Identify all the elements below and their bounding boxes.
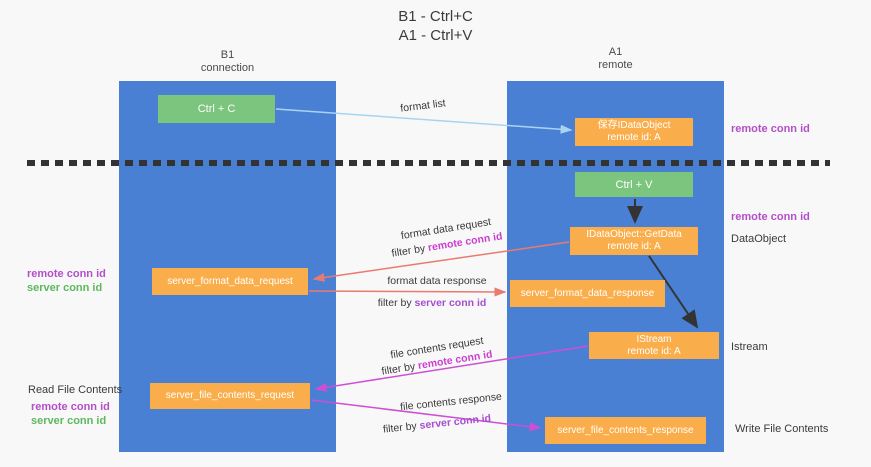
box-save-idataobject-line1: 保存IDataObject [597,120,671,131]
label-remote-conn-id-top-right: remote conn id [731,123,810,135]
flow-label-format-data-response: format data response [387,275,487,287]
label-server-conn-id-format-left: server conn id [27,282,103,294]
box-ctrl-v: Ctrl + V [575,172,693,197]
title-line-2: A1 - Ctrl+V [398,27,473,44]
box-idataobject-getdata: IDataObject::GetData remote id: A [570,227,698,255]
box-server-format-data-response: server_format_data_response [510,280,665,307]
box-istream-line2: remote id: A [627,345,681,357]
box-save-idataobject-line2: remote id: A [607,132,661,143]
label-remote-conn-id-format-left: remote conn id [27,268,106,280]
lifeline-header-a1: A1 remote [507,46,724,72]
lifeline-b1-role: connection [200,62,255,74]
phase-divider-dashed-line [27,160,830,166]
label-dataobject: DataObject [731,233,787,245]
box-ctrl-c: Ctrl + C [158,95,275,123]
label-remote-conn-id-file-left: remote conn id [31,401,110,413]
arrow-file-contents-response [310,399,542,432]
label-remote-conn-id-mid-right: remote conn id [731,211,810,223]
arrow-getdata-to-istream [648,255,699,329]
arrow-format-data-request [312,241,570,282]
box-server-format-data-response-label: server_format_data_response [520,287,655,299]
box-server-file-contents-response-label: server_file_contents_response [557,424,694,436]
label-server-conn-id-file-left: server conn id [31,415,107,427]
box-server-file-contents-response: server_file_contents_response [545,417,706,444]
box-server-format-data-request-label: server_format_data_request [167,275,293,287]
box-save-idataobject: 保存IDataObject remote id: A [575,118,693,146]
arrow-file-contents-request [314,345,589,392]
arrow-format-data-response [308,287,507,297]
title-line-1: B1 - Ctrl+C [398,8,473,25]
box-ctrl-v-label: Ctrl + V [615,178,653,191]
box-server-file-contents-request: server_file_contents_request [150,383,310,409]
arrow-format-list [275,108,573,134]
lifeline-a1-name: A1 [608,46,623,58]
label-write-file-contents: Write File Contents [735,423,829,435]
flow-label-format-response-filter: filter by server conn id [378,297,487,309]
filter-server-conn-id: server conn id [414,297,487,309]
lifeline-b1-name: B1 [220,49,235,61]
diagram-title: B1 - Ctrl+C A1 - Ctrl+V [0,7,871,45]
lifeline-header-b1: B1 connection [119,49,336,75]
box-server-format-data-request: server_format_data_request [152,268,308,295]
label-read-file-contents: Read File Contents [28,384,123,396]
label-istream: Istream [731,341,768,353]
box-istream: IStream remote id: A [589,332,719,359]
filter-by-text: filter by [377,297,415,309]
box-istream-line1: IStream [636,333,672,345]
box-ctrl-c-label: Ctrl + C [197,103,236,115]
box-server-file-contents-request-label: server_file_contents_request [165,390,295,401]
lifeline-a1-role: remote [598,59,633,71]
box-getdata-line1: IDataObject::GetData [586,229,682,240]
box-getdata-line2: remote id: A [607,241,661,252]
